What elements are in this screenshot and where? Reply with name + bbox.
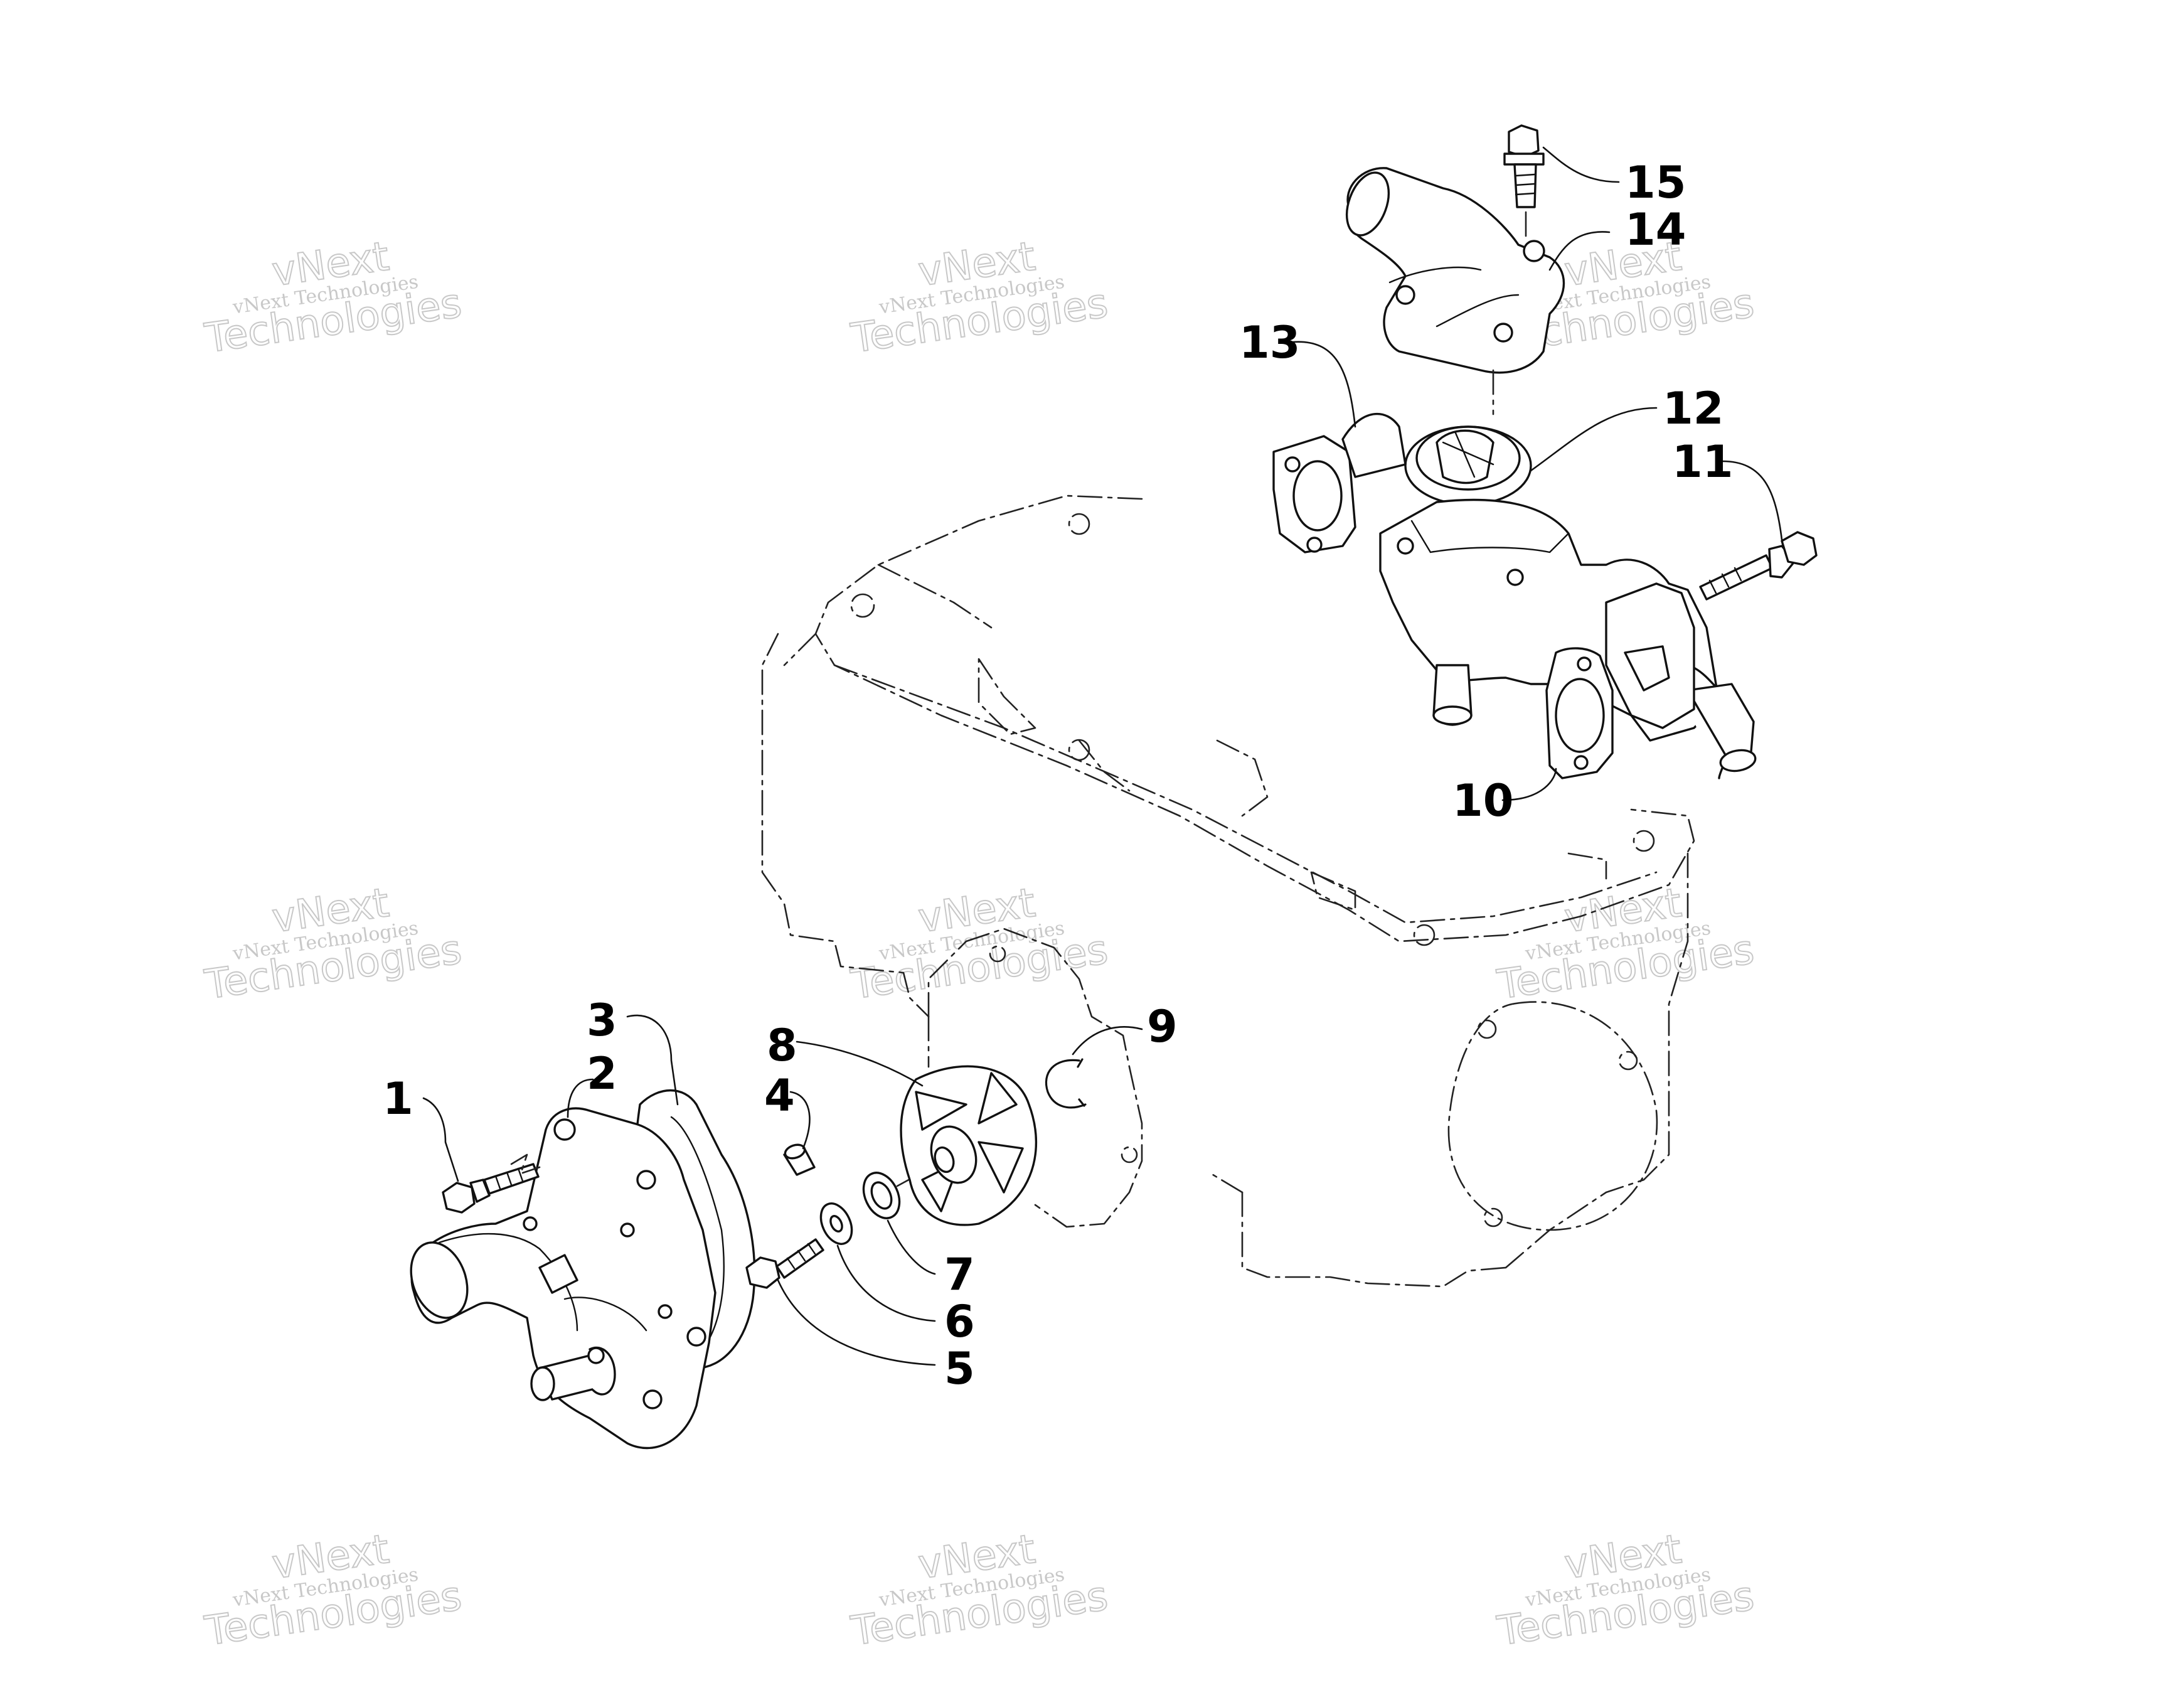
callout-numbers: 1 2 3 4 5 6 7 8 9 10 11 12 13 14 15 bbox=[383, 157, 1733, 1394]
callout-3: 3 bbox=[587, 995, 617, 1046]
callout-5: 5 bbox=[944, 1343, 975, 1394]
leader-lines bbox=[422, 146, 1783, 1366]
callout-9: 9 bbox=[1147, 1001, 1178, 1052]
part-6-washer bbox=[819, 1202, 853, 1245]
callout-4: 4 bbox=[764, 1070, 795, 1121]
callout-15: 15 bbox=[1625, 157, 1686, 208]
part-7-seal bbox=[862, 1166, 933, 1219]
part-14-thermostat-cover bbox=[1345, 167, 1565, 415]
part-9-clip-ring bbox=[1045, 1058, 1087, 1109]
part-11-bolt bbox=[1699, 531, 1818, 601]
part-4-dowel bbox=[783, 1143, 816, 1176]
part-2-pump-housing bbox=[410, 1107, 716, 1450]
part-1-bolt bbox=[442, 1153, 541, 1214]
part-5-bolt bbox=[745, 1238, 824, 1289]
engine-block bbox=[761, 495, 1695, 1288]
callout-2: 2 bbox=[587, 1048, 617, 1099]
part-13-thermostat-housing bbox=[1272, 412, 1757, 779]
part-10-gasket bbox=[1545, 647, 1614, 779]
callout-8: 8 bbox=[767, 1020, 797, 1071]
callout-10: 10 bbox=[1452, 775, 1513, 826]
callout-11: 11 bbox=[1672, 436, 1733, 488]
callout-1: 1 bbox=[383, 1073, 413, 1125]
callout-7: 7 bbox=[944, 1249, 975, 1300]
callout-6: 6 bbox=[944, 1296, 975, 1347]
callout-12: 12 bbox=[1663, 383, 1723, 434]
callout-13: 13 bbox=[1239, 317, 1300, 368]
callout-14: 14 bbox=[1625, 204, 1686, 255]
part-8-impeller bbox=[900, 1065, 1038, 1226]
part-15-bolt bbox=[1503, 124, 1545, 240]
